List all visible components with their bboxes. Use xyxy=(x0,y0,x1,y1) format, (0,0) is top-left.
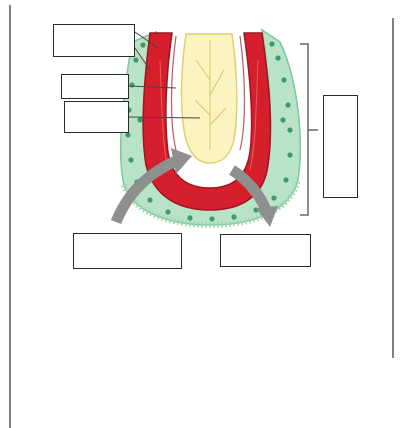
villus-bracket xyxy=(300,44,318,215)
nucleus-dot xyxy=(271,195,276,200)
nucleus-dot xyxy=(125,132,130,137)
label-box-right[interactable] xyxy=(323,95,358,198)
lacteal xyxy=(182,34,237,163)
nucleus-dot xyxy=(287,152,292,157)
nucleus-dot xyxy=(285,102,290,107)
label-box-mid-left-1[interactable] xyxy=(61,74,129,99)
nucleus-dot xyxy=(129,82,134,87)
nucleus-dot xyxy=(269,41,274,46)
label-box-bottom-left[interactable] xyxy=(73,233,182,269)
nucleus-dot xyxy=(280,117,285,122)
nucleus-dot xyxy=(140,42,145,47)
nucleus-dot xyxy=(165,209,170,214)
label-box-mid-left-2[interactable] xyxy=(64,101,129,133)
nucleus-dot xyxy=(133,57,138,62)
nucleus-dot xyxy=(231,214,236,219)
label-box-top-left[interactable] xyxy=(53,24,135,57)
nucleus-dot xyxy=(137,117,142,122)
nucleus-dot xyxy=(128,157,133,162)
nucleus-dot xyxy=(283,177,288,182)
label-box-bottom-right[interactable] xyxy=(220,234,311,267)
nucleus-dot xyxy=(147,197,152,202)
nucleus-dot xyxy=(281,77,286,82)
nucleus-dot xyxy=(187,215,192,220)
nucleus-dot xyxy=(209,216,214,221)
nucleus-dot xyxy=(275,55,280,60)
nucleus-dot xyxy=(287,127,292,132)
